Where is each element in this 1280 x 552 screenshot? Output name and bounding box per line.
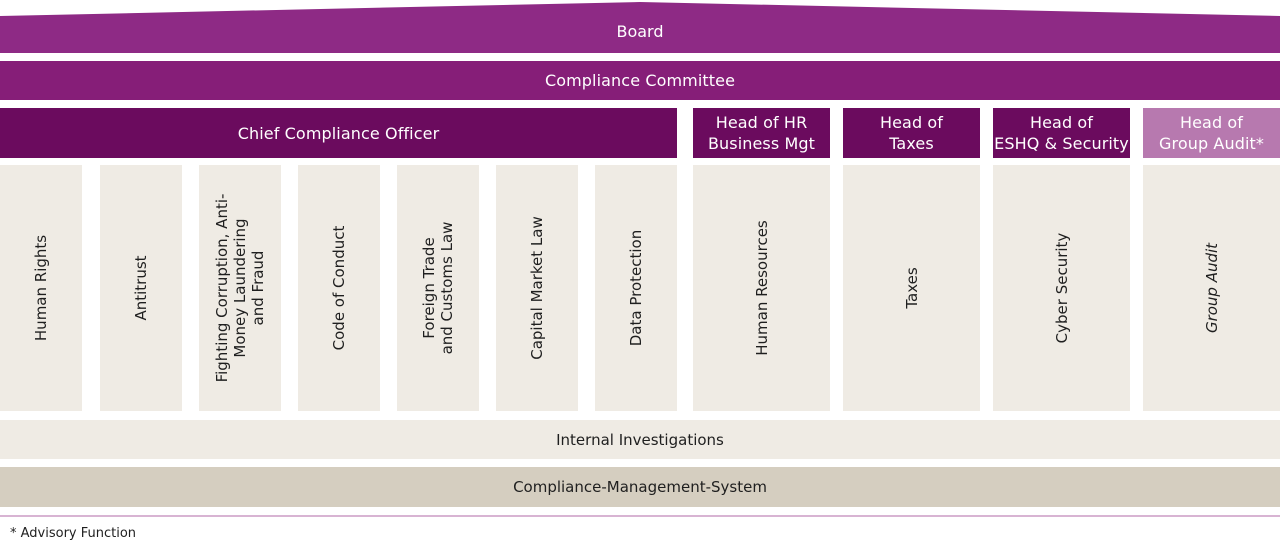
column-label: Data Protection — [627, 229, 645, 347]
compliance-committee-box: Compliance Committee — [0, 61, 1280, 100]
column-label: Human Resources — [752, 220, 771, 356]
column-label: Antitrust — [132, 255, 150, 321]
chief-compliance-officer-label: Chief Compliance Officer — [237, 123, 440, 143]
chief-compliance-officer-box: Chief Compliance Officer — [0, 108, 677, 158]
column-code-of-conduct: Code of Conduct — [298, 165, 380, 411]
column-label: Capital Market Law — [528, 216, 546, 360]
column-label: Fighting Corruption, Anti- Money Launder… — [213, 193, 267, 383]
head-of-taxes-box: Head of Taxes — [843, 108, 980, 158]
column-label: Taxes — [902, 267, 921, 309]
head-of-eshq-box: Head of ESHQ & Security — [993, 108, 1130, 158]
compliance-committee-label: Compliance Committee — [544, 71, 736, 90]
head-of-hr-label: Head of HR Business Mgt — [707, 113, 816, 153]
board-roof-shape — [0, 2, 1280, 53]
column-fighting-corruption: Fighting Corruption, Anti- Money Launder… — [199, 165, 281, 411]
column-label: Human Rights — [32, 234, 50, 342]
board-box: Board — [0, 0, 1280, 53]
column-label: Cyber Security — [1052, 232, 1071, 344]
internal-investigations-box: Internal Investigations — [0, 420, 1280, 459]
compliance-management-system-box: Compliance-Management-System — [0, 467, 1280, 507]
board-label: Board — [616, 22, 664, 41]
column-foreign-trade: Foreign Trade and Customs Law — [397, 165, 479, 411]
head-of-taxes-label: Head of Taxes — [879, 113, 944, 153]
column-cyber-security: Cyber Security — [993, 165, 1130, 411]
column-label: Code of Conduct — [330, 225, 348, 351]
column-human-rights: Human Rights — [0, 165, 82, 411]
column-label: Group Audit — [1202, 242, 1221, 334]
column-group-audit: Group Audit — [1143, 165, 1280, 411]
column-taxes: Taxes — [843, 165, 980, 411]
compliance-management-system-label: Compliance-Management-System — [513, 478, 767, 496]
head-of-eshq-label: Head of ESHQ & Security — [994, 113, 1129, 153]
internal-investigations-label: Internal Investigations — [556, 430, 724, 449]
head-of-group-audit-label: Head of Group Audit* — [1159, 113, 1264, 153]
head-of-hr-box: Head of HR Business Mgt — [693, 108, 830, 158]
column-human-resources: Human Resources — [693, 165, 830, 411]
divider-line — [0, 515, 1280, 517]
column-data-protection: Data Protection — [595, 165, 677, 411]
footnote: * Advisory Function — [10, 526, 137, 541]
column-label: Foreign Trade and Customs Law — [420, 221, 456, 355]
column-capital-market-law: Capital Market Law — [496, 165, 578, 411]
column-antitrust: Antitrust — [100, 165, 182, 411]
head-of-group-audit-box: Head of Group Audit* — [1143, 108, 1280, 158]
